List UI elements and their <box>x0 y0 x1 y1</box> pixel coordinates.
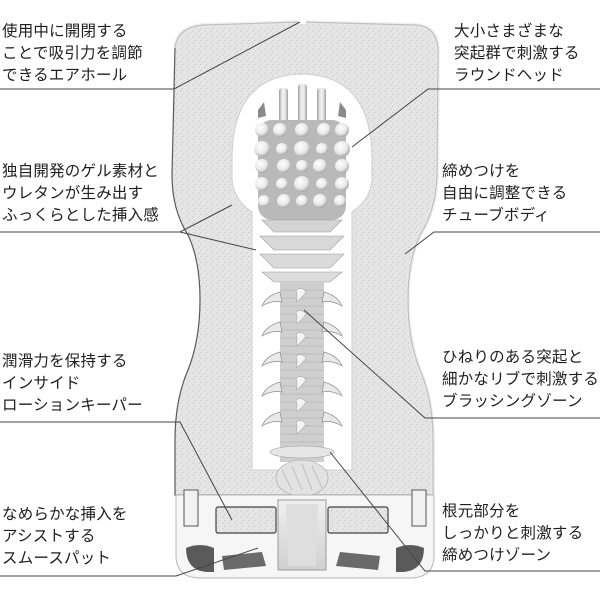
base-cap <box>175 489 435 579</box>
callout-line: ふっくらとした挿入感 <box>2 206 160 224</box>
leader-brushing-zone <box>303 309 600 419</box>
callout-line: 潤滑力を保持する <box>2 352 128 370</box>
callout-line: 締めつけを <box>442 162 521 180</box>
callout-line: ローションキーパー <box>2 396 143 414</box>
leader-tightening-zone <box>329 451 600 572</box>
callout-gel-urethane: 独自開発のゲル素材と ウレタンが生み出す ふっくらとした挿入感 <box>2 160 159 226</box>
callout-round-head: 大小さまざまな 突起群で刺激する ラウンドヘッド <box>454 20 580 86</box>
leader-lotion-keeper <box>0 421 233 521</box>
leader-air-hole <box>0 21 301 90</box>
callout-line: 締めつけゾーン <box>442 546 552 564</box>
callout-line: 突起群で刺激する <box>454 44 580 62</box>
callout-line: ラウンドヘッド <box>454 66 564 84</box>
callout-line: しっかりと刺激する <box>442 524 584 542</box>
callout-brushing-zone: ひねりのある突起と 細かなリブで刺激する ブラッシングゾーン <box>442 346 599 412</box>
callout-line: 使用中に開閉する <box>2 22 128 40</box>
brushing-zone <box>261 282 343 497</box>
callout-line: 自由に調整できる <box>442 184 568 202</box>
callout-smooth-pad: なめらかな挿入を アシストする スムースパット <box>2 503 128 569</box>
leader-smooth-pad <box>0 547 259 577</box>
leader-gel-urethane-2 <box>179 231 257 251</box>
callout-tightening-zone: 根元部分を しっかりと刺激する 締めつけゾーン <box>442 500 583 566</box>
callout-tube-body: 締めつけを 自由に調整できる チューブボディ <box>442 160 567 226</box>
callout-line: 独自開発のゲル素材と <box>2 162 160 180</box>
round-head-bumps <box>254 123 350 208</box>
callout-line: 根元部分を <box>442 502 521 520</box>
callout-line: なめらかな挿入を <box>2 505 128 523</box>
callout-line: スムースパット <box>2 549 112 567</box>
callout-line: インサイド <box>2 374 81 392</box>
callout-lotion-keeper: 潤滑力を保持する インサイド ローションキーパー <box>2 350 143 416</box>
leader-round-head <box>351 88 600 148</box>
callout-line: アシストする <box>2 527 96 545</box>
ribbed-section <box>259 219 345 283</box>
callout-line: チューブボディ <box>442 206 550 224</box>
leader-tube-body <box>404 231 600 255</box>
callout-line: ひねりのある突起と <box>442 348 584 366</box>
callout-line: ウレタンが生み出す <box>2 184 144 202</box>
callout-line: 細かなリブで刺激する <box>442 370 600 388</box>
callout-air-hole: 使用中に開閉する ことで吸引力を調節 できるエアホール <box>2 20 143 86</box>
callout-line: ことで吸引力を調節 <box>2 44 143 62</box>
callout-line: できるエアホール <box>2 66 128 84</box>
callout-line: 大小さまざまな <box>454 22 564 40</box>
leader-lines <box>0 21 600 577</box>
callout-line: ブラッシングゾーン <box>442 392 583 410</box>
